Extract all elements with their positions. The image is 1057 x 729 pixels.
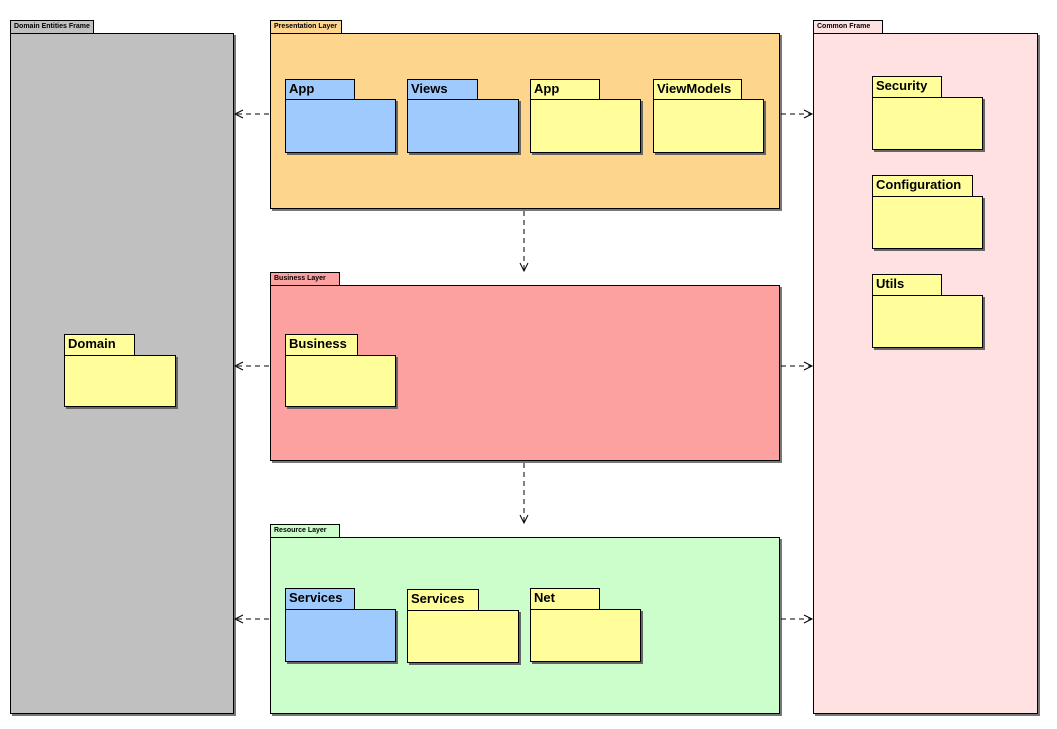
package-presentation-app-body	[530, 99, 641, 153]
package-common-utils-body	[872, 295, 983, 348]
package-business-body	[285, 355, 396, 407]
package-presentation-viewmodels-body	[653, 99, 764, 153]
arrow-business-to-domain	[233, 361, 269, 371]
package-common-security-body	[872, 97, 983, 150]
package-presentation-views-label: Views	[407, 79, 478, 99]
arrow-resource-to-common	[781, 614, 814, 624]
package-common-security-label: Security	[872, 76, 942, 97]
package-presentation-app-ui-label: App	[285, 79, 355, 99]
package-resource-services-body	[407, 610, 519, 663]
presentation-layer-title: Presentation Layer	[270, 20, 342, 33]
arrow-presentation-to-domain	[233, 109, 269, 119]
arrow-presentation-to-business	[519, 211, 529, 273]
package-common-configuration-label: Configuration	[872, 175, 973, 196]
package-resource-services-ui-label: Services	[285, 588, 355, 609]
package-resource-services-ui-body	[285, 609, 396, 662]
package-common-utils-label: Utils	[872, 274, 942, 295]
arrow-business-to-resource	[519, 463, 529, 525]
domain-entities-frame-title: Domain Entities Frame	[10, 20, 94, 33]
package-presentation-viewmodels-label: ViewModels	[653, 79, 742, 99]
package-resource-services-label: Services	[407, 589, 479, 610]
package-presentation-app-label: App	[530, 79, 600, 99]
business-layer-title: Business Layer	[270, 272, 340, 285]
package-common-configuration-body	[872, 196, 983, 249]
package-domain-body	[64, 355, 176, 407]
arrow-resource-to-domain	[233, 614, 269, 624]
package-business-label: Business	[285, 334, 358, 355]
arrow-business-to-common	[781, 361, 814, 371]
package-resource-net-label: Net	[530, 588, 600, 609]
arrow-presentation-to-common	[781, 109, 814, 119]
package-presentation-app-ui-body	[285, 99, 396, 153]
package-resource-net-body	[530, 609, 641, 662]
package-presentation-views-body	[407, 99, 519, 153]
resource-layer-title: Resource Layer	[270, 524, 340, 537]
common-frame-title: Common Frame	[813, 20, 883, 33]
package-domain-label: Domain	[64, 334, 135, 355]
